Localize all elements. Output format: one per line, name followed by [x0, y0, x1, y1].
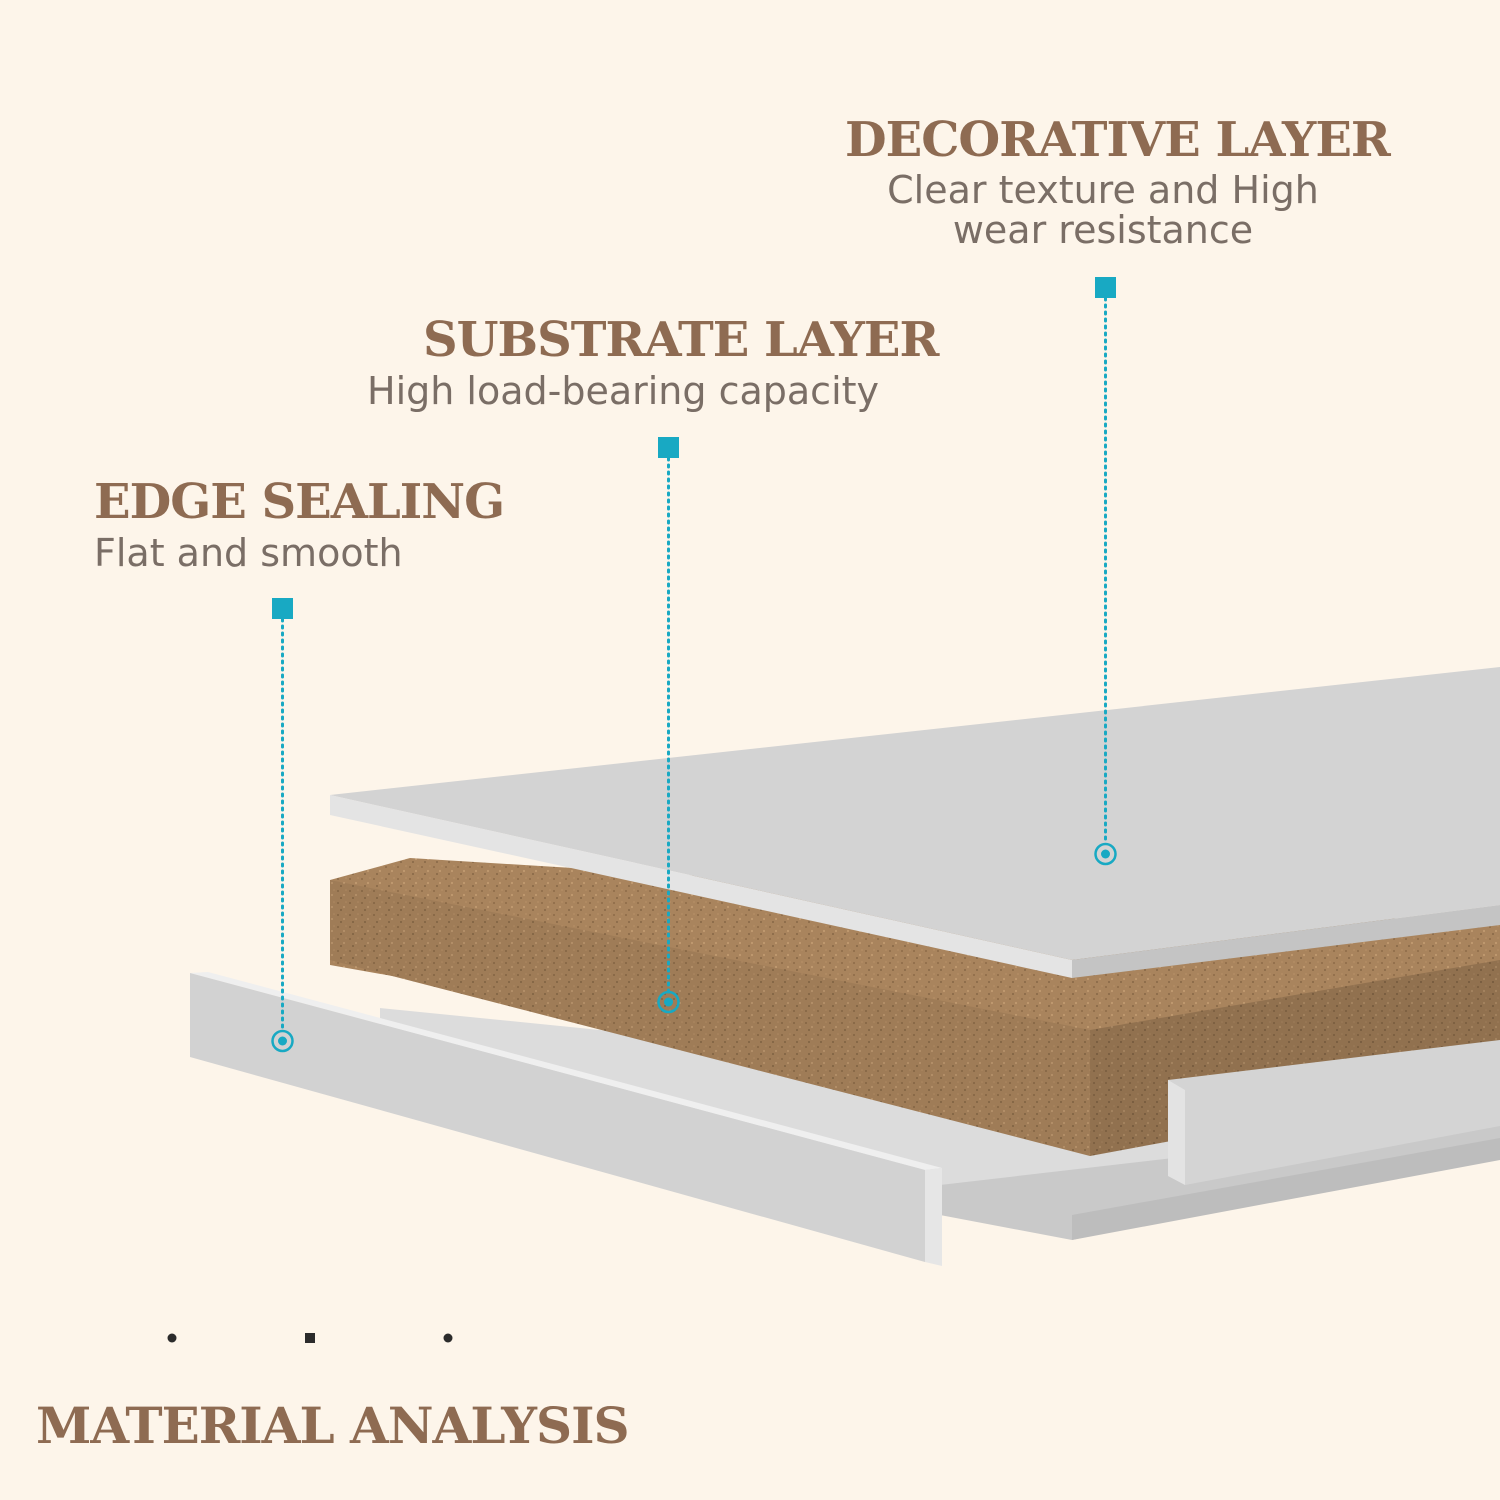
- edge-sealing-description: Flat and smooth: [94, 531, 403, 575]
- decorative-layer-title: DECORATIVE LAYER: [845, 112, 1391, 168]
- substrate-layer-description: High load-bearing capacity: [367, 369, 880, 413]
- decorative-panel: [330, 667, 1500, 978]
- decorative-dots: [167, 1333, 453, 1343]
- edge-sealing-strip: [190, 972, 942, 1266]
- decorative-layer-description: Clear texture and High wear resistance: [887, 168, 1319, 252]
- callout-edge: [271, 598, 294, 1053]
- callout-marker: [658, 437, 679, 458]
- callout-decorative: [1094, 277, 1117, 866]
- callout-marker: [272, 598, 293, 619]
- right-edge-strip: [1168, 1040, 1500, 1185]
- material-analysis-heading: MATERIAL ANALYSIS: [36, 1396, 630, 1455]
- edge-sealing-title: EDGE SEALING: [94, 474, 505, 530]
- callout-marker: [1095, 277, 1116, 298]
- substrate-layer-title: SUBSTRATE LAYER: [423, 312, 939, 368]
- callout-substrate: [657, 437, 680, 1014]
